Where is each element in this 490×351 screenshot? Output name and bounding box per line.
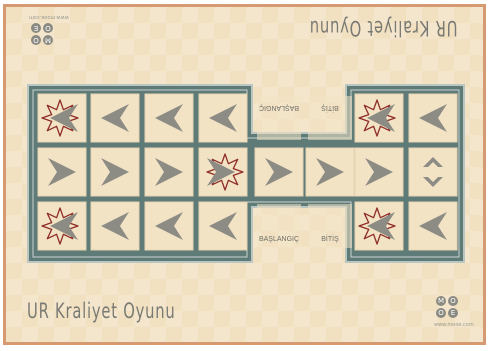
start-label-bottom: BAŞLANGIÇ — [259, 236, 299, 243]
rosette-tile[interactable] — [355, 202, 403, 250]
board-tile[interactable] — [409, 202, 457, 250]
board-tile[interactable] — [145, 94, 193, 142]
rosette-tile[interactable] — [199, 148, 247, 196]
url-bottom: www.mooe.com — [434, 322, 474, 328]
start-label-top: BAŞLANGIÇ — [259, 104, 299, 111]
mooe-logo-top: M O O E — [29, 21, 53, 45]
board-tile[interactable] — [91, 94, 139, 142]
board-tile[interactable] — [355, 148, 403, 196]
rosette-tile[interactable] — [38, 94, 86, 142]
rosette-tile[interactable] — [355, 94, 403, 142]
board-tile[interactable] — [145, 148, 193, 196]
board-tile[interactable] — [306, 148, 354, 196]
rosette-tile[interactable] — [38, 202, 86, 250]
board-tile[interactable] — [255, 148, 303, 196]
finish-label-top: BİTİŞ — [321, 104, 339, 113]
board-tile[interactable] — [199, 94, 247, 142]
board-tile[interactable] — [38, 148, 86, 196]
board-tile[interactable] — [91, 202, 139, 250]
board-tile[interactable] — [145, 202, 193, 250]
board-tile[interactable] — [308, 96, 352, 140]
url-top: www.mooe.com — [29, 14, 69, 20]
board-tile[interactable] — [199, 202, 247, 250]
turn-tile[interactable] — [409, 148, 457, 196]
board-tile[interactable] — [91, 148, 139, 196]
board-tile[interactable] — [409, 94, 457, 142]
board-tile[interactable] — [257, 96, 301, 140]
mooe-logo-bottom: M O O E — [436, 296, 460, 320]
game-title: UR Kraliyet Oyunu — [27, 299, 175, 323]
finish-label-bottom: BİTİŞ — [321, 234, 339, 243]
game-title-inverted: UR Kraliyet Oyunu — [341, 16, 458, 40]
